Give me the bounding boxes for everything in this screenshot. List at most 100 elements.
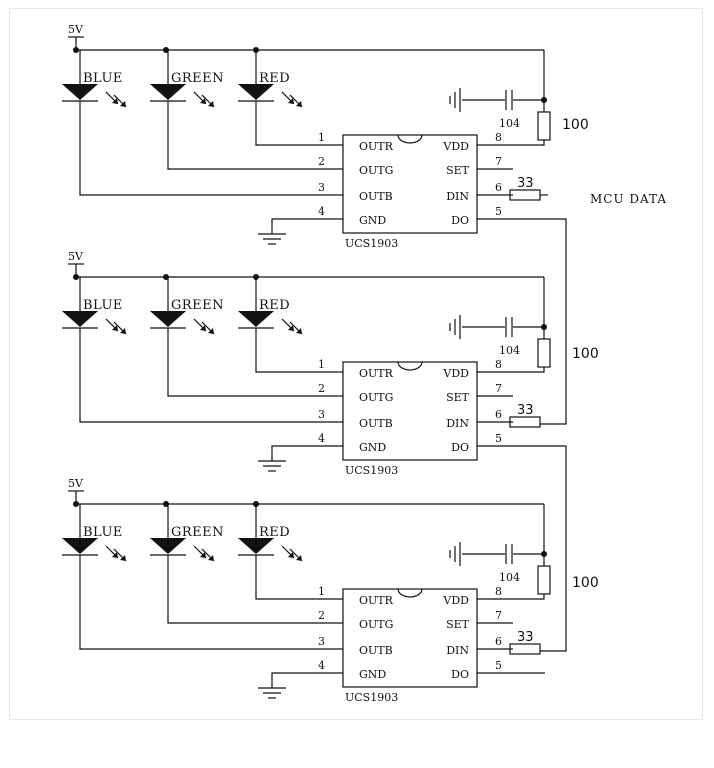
wire-green-to-outg (167, 328, 303, 397)
wire-gnd (271, 445, 303, 461)
ic-pin-number: 1 (318, 131, 325, 144)
wire-blue-to-outb (79, 328, 303, 423)
led-arrowhead (200, 98, 206, 104)
ic-pin-name-outg: OUTG (359, 391, 393, 404)
ic-pin-name-do: DO (451, 441, 469, 454)
junction-dot (73, 501, 79, 507)
ic-pin-number: 7 (495, 609, 502, 622)
ic-pin-number: 8 (495, 585, 502, 598)
wire-do-to-din (513, 218, 567, 425)
ic-pin-number: 3 (318, 635, 325, 648)
led-label-blue: BLUE (83, 71, 123, 86)
ic-pin-name-set: SET (446, 391, 470, 404)
ic-pin-number: 5 (495, 205, 502, 218)
ic-body (342, 588, 478, 688)
ic-pin-number: 5 (495, 659, 502, 672)
wire-blue-to-outb (79, 555, 303, 650)
ic-pin-number: 4 (318, 659, 325, 672)
led-arrowhead (120, 101, 126, 107)
wire-red-to-outr (255, 328, 303, 373)
ic-notch (397, 588, 423, 598)
ic-pin-name-outb: OUTB (359, 644, 393, 657)
led-label-blue: BLUE (83, 525, 123, 540)
led-arrowhead (120, 328, 126, 334)
ic-pin-number: 1 (318, 585, 325, 598)
ic-pin-name-vdd: VDD (442, 594, 469, 607)
led-label-red: RED (259, 71, 290, 86)
ic-pin-name-gnd: GND (359, 214, 386, 227)
data-resistor-value: 33 (517, 176, 534, 191)
resistor-din (509, 416, 541, 428)
ic-pin-number: 6 (495, 181, 502, 194)
led-arrowhead (288, 325, 294, 331)
wire-do-to-din (513, 445, 567, 652)
ground-icon (258, 460, 286, 472)
resistor-wire (513, 367, 545, 373)
ic-pin-name-din: DIN (446, 644, 469, 657)
led-triangle (238, 538, 274, 554)
junction-dot (73, 274, 79, 280)
ground-icon (258, 233, 286, 245)
led-label-blue: BLUE (83, 298, 123, 313)
ic-notch (397, 361, 423, 371)
capacitor-value: 104 (499, 117, 520, 130)
resistor-wire (513, 594, 545, 600)
ic-pin-name-outr: OUTR (359, 140, 394, 153)
led-arrowhead (208, 101, 214, 107)
wire-green-to-outg (167, 555, 303, 624)
ic-pin-number: 6 (495, 408, 502, 421)
ic-pin-number: 2 (318, 155, 325, 168)
ic-pin-number: 7 (495, 382, 502, 395)
ic-pin-name-din: DIN (446, 417, 469, 430)
led-triangle (62, 84, 98, 100)
wire-blue-to-outb (79, 101, 303, 196)
led-arrowhead (112, 325, 118, 331)
ic-pin-name-outr: OUTR (359, 367, 394, 380)
wire-red-to-outr (255, 555, 303, 600)
ic-pin-name-outb: OUTB (359, 190, 393, 203)
data-resistor-value: 33 (517, 630, 534, 645)
led-arrowhead (200, 552, 206, 558)
resistor-wire (513, 140, 545, 146)
ic-pin-name-gnd: GND (359, 441, 386, 454)
data-resistor-value: 33 (517, 403, 534, 418)
led-label-red: RED (259, 525, 290, 540)
led-label-green: GREEN (171, 525, 224, 540)
led-triangle (238, 311, 274, 327)
ic-pin-name-outb: OUTB (359, 417, 393, 430)
resistor-vdd (537, 111, 551, 141)
led-label-red: RED (259, 298, 290, 313)
led-diode-1 (150, 538, 215, 562)
led-arrowhead (112, 552, 118, 558)
resistor-value: 100 (572, 346, 599, 362)
led-arrowhead (208, 328, 214, 334)
ic-pin-name-vdd: VDD (442, 140, 469, 153)
ic-pin-number: 6 (495, 635, 502, 648)
ic-part-label: UCS1903 (345, 464, 398, 477)
ic-notch (397, 134, 423, 144)
ic-body (342, 134, 478, 234)
ic-pin-name-outg: OUTG (359, 618, 393, 631)
capacitor-value: 104 (499, 571, 520, 584)
ic-part-label: UCS1903 (345, 691, 398, 704)
led-label-green: GREEN (171, 298, 224, 313)
ic-pin-number: 2 (318, 609, 325, 622)
led-arrowhead (296, 555, 302, 561)
ic-pin-name-outg: OUTG (359, 164, 393, 177)
resistor-vdd (537, 338, 551, 368)
led-diode-0 (62, 311, 127, 335)
led-triangle (150, 84, 186, 100)
ground-icon (258, 687, 286, 699)
led-arrowhead (208, 555, 214, 561)
ic-pin-number: 3 (318, 408, 325, 421)
ic-pin-name-do: DO (451, 214, 469, 227)
led-diode-2 (238, 84, 303, 108)
junction-dot (73, 47, 79, 53)
led-arrowhead (112, 98, 118, 104)
led-diode-0 (62, 84, 127, 108)
ic-pin-number: 5 (495, 432, 502, 445)
ic-part-label: UCS1903 (345, 237, 398, 250)
